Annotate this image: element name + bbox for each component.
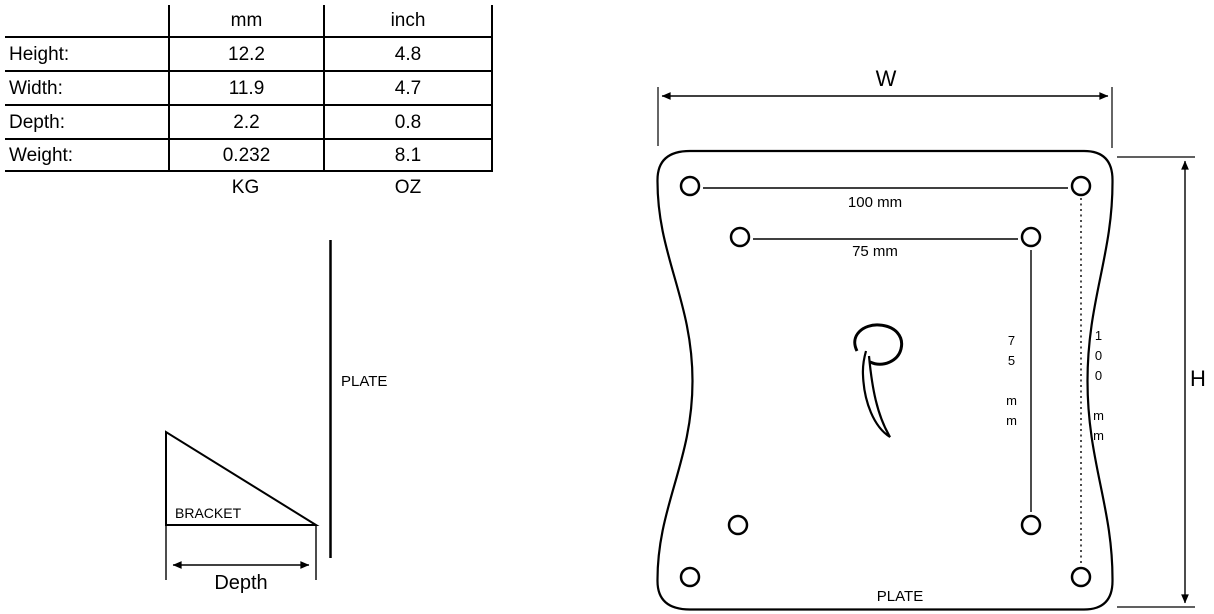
mounting-hole-inner-top-left — [729, 226, 751, 248]
side-view-bracket-label: BRACKET — [175, 505, 242, 521]
spec-row-height-inch: 4.8 — [323, 36, 493, 70]
mounting-hole-outer-bottom-right — [1070, 566, 1092, 588]
spec-row-width-label: Width: — [5, 70, 168, 104]
spec-footer-kg: KG — [231, 176, 260, 198]
dim-label-100mm-horizontal: 100 mm — [847, 194, 903, 211]
plate-outline — [656, 149, 1114, 611]
spec-row-height-mm: 12.2 — [168, 36, 323, 70]
mounting-hole-outer-bottom-left — [679, 566, 701, 588]
spec-row-depth-inch: 0.8 — [323, 104, 493, 138]
side-view-bracket-triangle — [165, 430, 320, 526]
spec-row-height-label: Height: — [5, 36, 168, 70]
dim-label-75mm-horizontal: 75 mm — [852, 243, 898, 260]
mounting-hole-inner-top-right — [1020, 226, 1042, 248]
spec-table: mm inch Height: 12.2 4.8 Width: 11.9 4.7… — [5, 5, 493, 202]
dim-label-75mm-vertical: 75 mm — [1004, 333, 1019, 433]
plate-view-plate-label: PLATE — [876, 588, 924, 605]
spec-row-width-mm: 11.9 — [168, 70, 323, 104]
mounting-hole-outer-top-right — [1070, 175, 1092, 197]
depth-dimension-label: Depth — [214, 572, 268, 594]
mounting-hole-inner-bottom-right — [1020, 514, 1042, 536]
spec-row-depth-label: Depth: — [5, 104, 168, 138]
brand-logo-icon — [853, 323, 904, 438]
side-view-plate-label: PLATE — [341, 373, 388, 390]
mounting-hole-inner-bottom-left — [727, 514, 749, 536]
spec-footer-oz: OZ — [394, 176, 422, 198]
height-dimension-label: H — [1190, 366, 1206, 391]
spec-row-weight-label: Weight: — [5, 138, 168, 172]
spec-row-weight-inch: 8.1 — [323, 138, 493, 172]
width-dimension-label: W — [875, 66, 897, 91]
spec-row-width-inch: 4.7 — [323, 70, 493, 104]
spec-header-inch: inch — [323, 5, 493, 36]
spec-row-depth-mm: 2.2 — [168, 104, 323, 138]
dim-label-100mm-vertical: 100 mm — [1091, 328, 1106, 448]
spec-header-mm: mm — [168, 5, 323, 36]
mounting-hole-outer-top-left — [679, 175, 701, 197]
spec-row-weight-mm: 0.232 — [168, 138, 323, 172]
